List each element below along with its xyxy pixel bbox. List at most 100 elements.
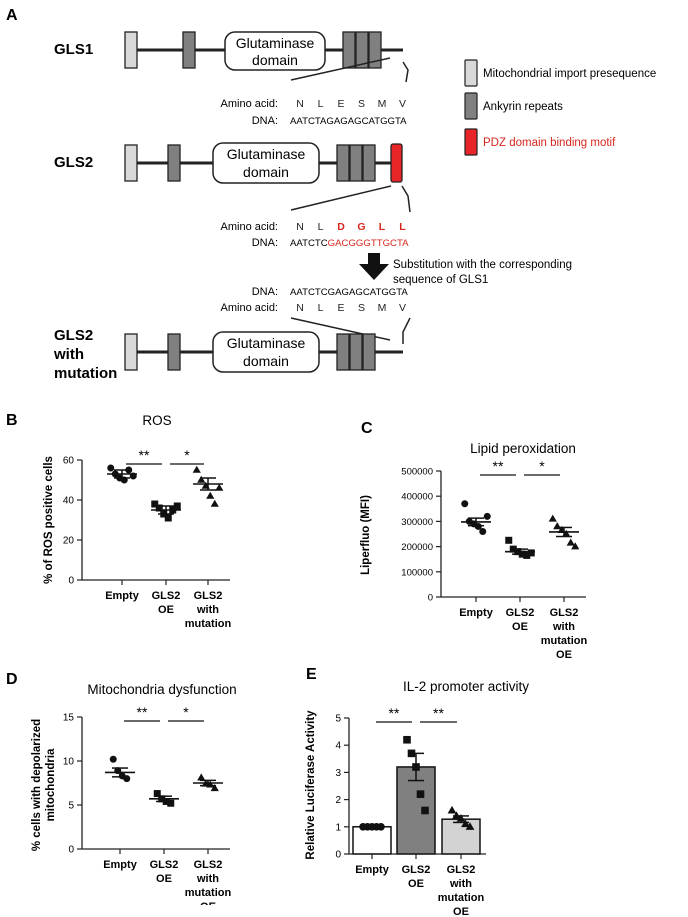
y-tick-label: 10 [63,757,75,768]
data-point [548,514,557,522]
y-tick-label: 15 [63,713,75,724]
gls2-mut-presequence-block [124,333,138,371]
data-point [523,551,531,559]
gls2-mutant-gene-schematic: GLS2 with mutation Glutaminase domain [53,317,411,382]
data-point [173,502,181,510]
data-point [192,465,201,473]
y-tick-label: 1 [335,822,341,833]
gls1-presequence-block [124,31,138,69]
x-category-label: GLS2 [550,607,579,619]
x-category-label: with [196,873,219,885]
x-category-label: with [196,604,219,616]
y-axis-label-line: Liperfluo (MFI) [360,495,372,575]
x-category-label: GLS2 [152,590,181,602]
y-tick-label: 100000 [401,567,433,578]
y-axis-label: Relative Luciferase Activity [305,710,317,860]
amino-acid-letter: N [296,98,304,110]
significance-label: ** [433,705,444,721]
panel-letter-a: A [6,7,18,24]
gls2-aa-row-label: Amino acid: [221,221,278,233]
mut-aa-row-label: Amino acid: [221,302,278,314]
gls2-dna-conserved: AATCTC [290,238,328,249]
gls1-ankyrin-block [368,31,382,69]
gls2-mut-domain-label-2: domain [243,353,289,369]
gls1-gene-schematic: GLS1 Glutaminase domain [54,31,409,83]
data-point [566,538,575,546]
amino-acid-letter: N [296,302,304,314]
gls1-aa-row-label: Amino acid: [221,98,278,110]
gls2-mut-ankyrin-block [336,333,350,371]
gls1-label: GLS1 [54,41,93,58]
amino-acid-letter: V [399,98,406,110]
data-point [465,822,475,830]
y-tick-label: 20 [63,536,75,547]
gls1-ankyrin-block [182,31,196,69]
y-axis-label: Liperfluo (MFI) [360,495,372,575]
x-category-label: OE [156,873,172,885]
data-point [107,464,115,472]
data-point [447,805,457,814]
gls2-mut-glutaminase-domain [212,331,320,373]
gls2-dna-sequence: AATCTCGACGGGTTGCTA [290,238,409,249]
gls2-mut-domain-label-1: Glutaminase [227,335,306,351]
chart-title: ROS [142,413,171,428]
data-point [505,536,513,544]
gls2-ankyrin-block [362,144,376,182]
y-tick-label: 5 [335,714,341,725]
gls2-gene-schematic: GLS2 Glutaminase domain [54,142,411,213]
chart-title: Lipid peroxidation [470,441,576,456]
panel-letter: D [6,671,18,688]
data-point [151,500,159,508]
substitution-text-2: sequence of GLS1 [393,274,488,286]
y-tick-label: 60 [63,456,75,467]
significance-label: ** [139,447,150,463]
y-tick-label: 400000 [401,492,433,503]
gls1-domain-label-1: Glutaminase [236,35,315,51]
gls2-mut-ankyrin-block [167,333,181,371]
legend-label-pdz: PDZ domain binding motif [483,137,616,149]
gls2-mut-ankyrin-block [362,333,376,371]
x-category-label: GLS2 [194,590,223,602]
data-point [527,549,535,557]
amino-acid-letter: L [399,221,406,233]
legend-label-ankyrin: Ankyrin repeats [483,101,563,113]
data-point [210,499,219,507]
y-tick-label: 200000 [401,542,433,553]
amino-acid-letter: S [358,302,365,314]
amino-acid-letter: L [318,221,324,233]
chart-title: IL-2 promoter activity [403,679,529,694]
data-point [461,819,470,828]
y-axis-label: % of ROS positive cells [43,456,55,584]
significance-label: * [539,458,545,474]
substitution-arrow-icon [359,253,389,280]
gls1-dna-sequence: AATCTAGAGAGCATGGTA [290,116,407,127]
panel-letter: E [306,666,317,683]
gls2-mut-label-2: with [53,346,84,363]
x-category-label: OE [200,901,216,905]
x-category-label: GLS2 [447,864,476,876]
amino-acid-letter: L [318,98,324,110]
y-tick-label: 0 [68,845,74,856]
data-point [479,527,487,535]
gls2-ankyrin-block [349,144,363,182]
significance-label: * [183,704,189,720]
amino-acid-letter: V [399,302,406,314]
gls2-ankyrin-block [167,144,181,182]
y-axis-label-line: % cells with depolarized [31,719,43,851]
x-category-label: mutation [185,618,232,630]
gls2-presequence-block [124,144,138,182]
bar [352,826,392,855]
data-point [167,799,175,807]
data-point [109,755,117,763]
panel-letter: B [6,412,18,429]
legend-label-presequence: Mitochondrial import presequence [483,68,656,80]
y-tick-label: 500000 [401,467,433,478]
data-point [452,811,461,819]
data-point [153,790,161,798]
significance-label: ** [389,705,400,721]
